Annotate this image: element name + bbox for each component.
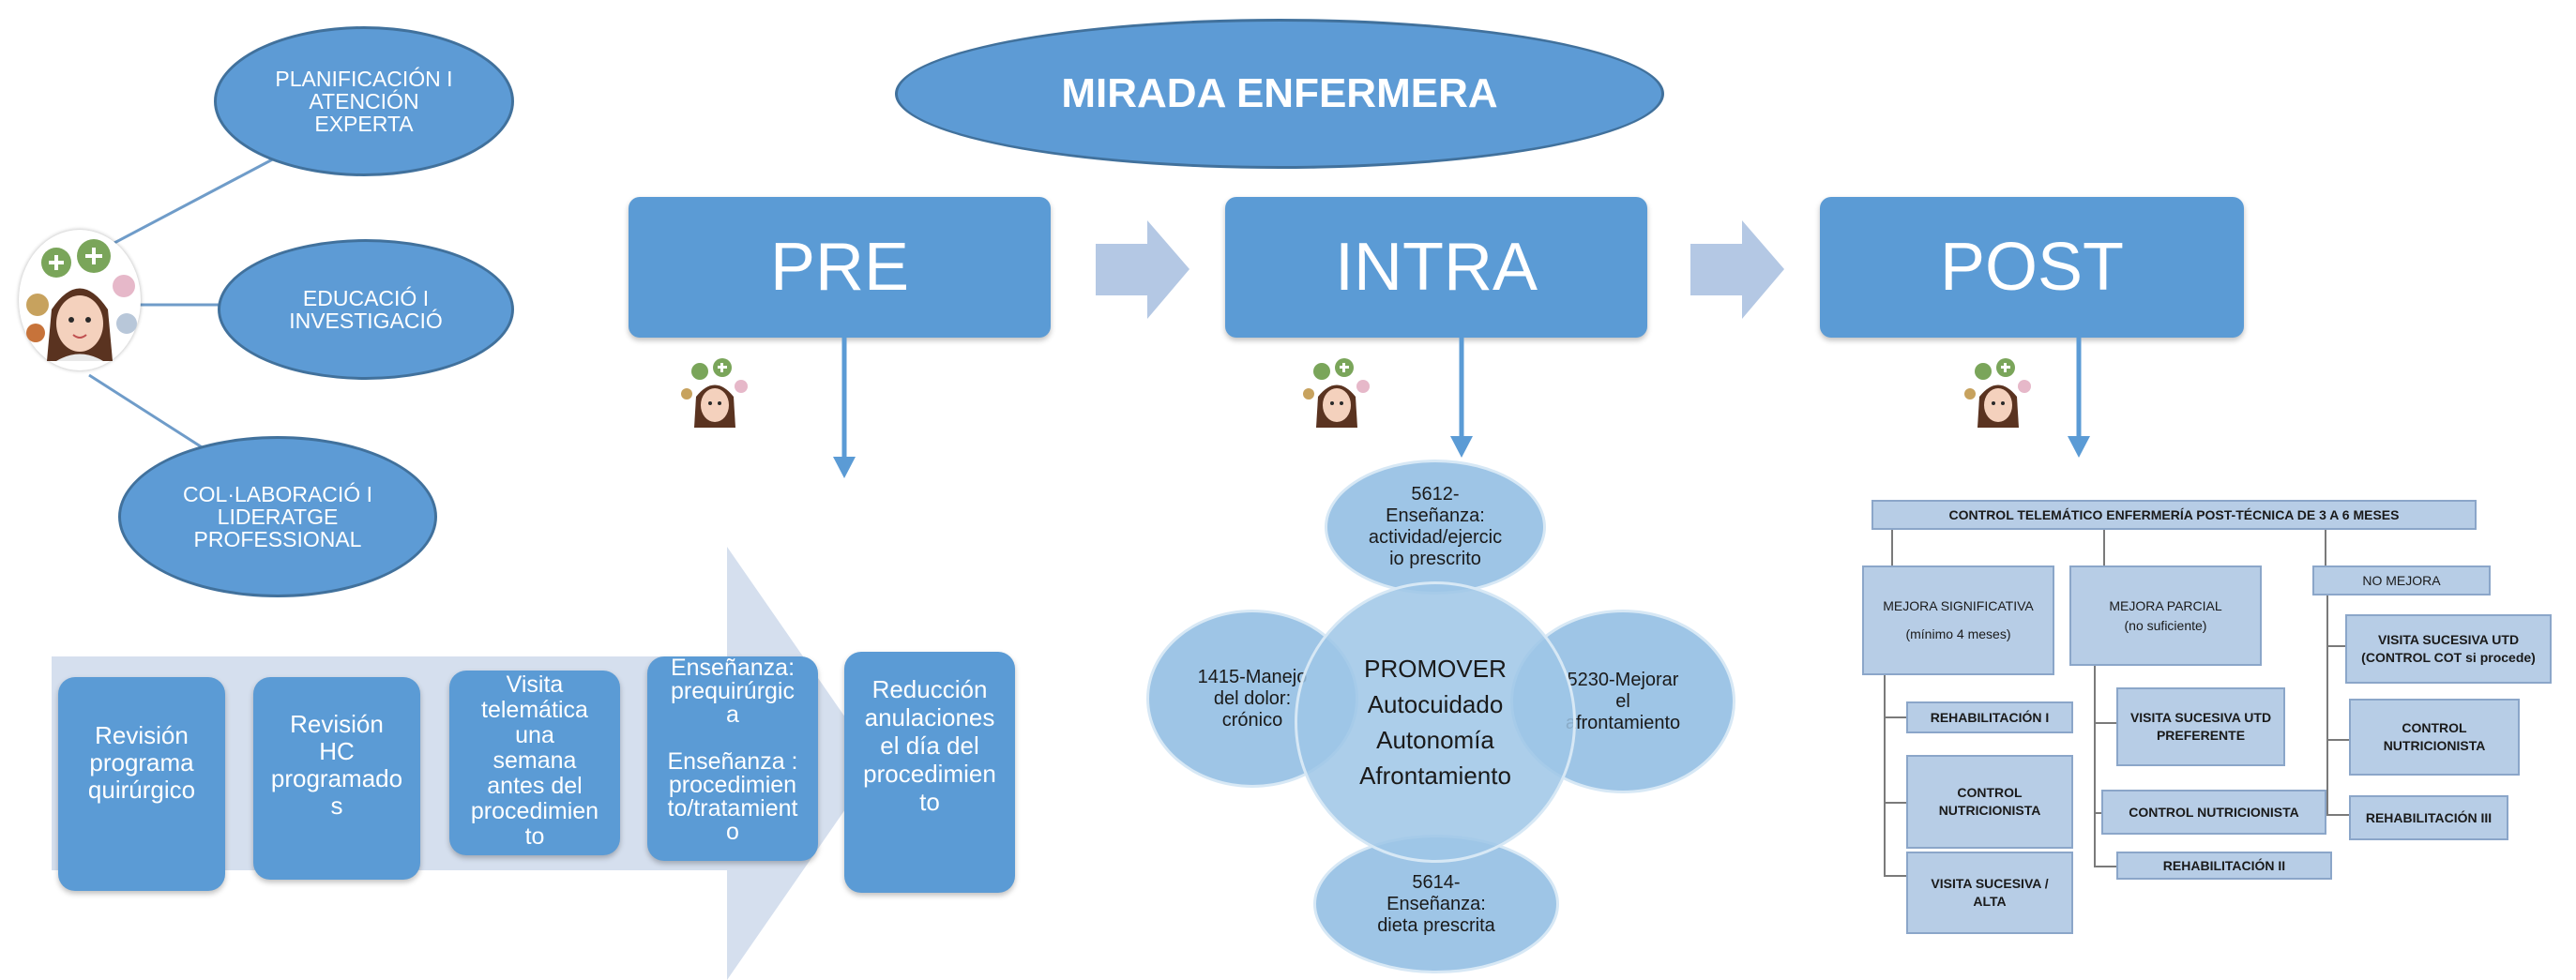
post-mejora-parcial: MEJORA PARCIAL (no suficiente)	[2069, 565, 2262, 666]
post-parcial-item-1-text: VISITA SUCESIVA UTD PREFERENTE	[2129, 710, 2272, 743]
connector	[2326, 739, 2349, 741]
ellipse-planning: PLANIFICACIÓN I ATENCIÓN EXPERTA	[214, 26, 514, 176]
pre-step-2-text: Revisión HC programado s	[270, 710, 403, 820]
intra-left-text: 1415-Manejo del dolor: crónico	[1197, 666, 1308, 731]
connector	[2326, 645, 2349, 647]
connector	[2094, 666, 2096, 867]
connector	[2103, 530, 2105, 565]
nurse-avatar-post	[1961, 354, 2036, 430]
nurse-icon	[681, 358, 748, 428]
pre-step-5: Reducción anulaciones el día del procedi…	[844, 652, 1015, 893]
intra-top-circle: 5612- Enseñanza: actividad/ejercic io pr…	[1325, 460, 1546, 595]
post-no-item-3: REHABILITACIÓN III	[2349, 795, 2508, 840]
down-arrows	[833, 333, 2090, 478]
collaboration-text: COL·LABORACIÓ I LIDERATGE PROFESSIONAL	[183, 482, 372, 551]
intra-bottom-text: 5614- Enseñanza: dieta prescrita	[1377, 871, 1495, 936]
pre-step-4-text: Enseñanza: prequirúrgic a Enseñanza : pr…	[667, 656, 798, 845]
post-no-item-3-text: REHABILITACIÓN III	[2365, 809, 2493, 825]
connector	[1884, 716, 1906, 718]
post-no-item-2: CONTROL NUTRICIONISTA	[2349, 699, 2520, 776]
nurse-avatar-intra	[1299, 354, 1374, 430]
pre-step-5-text: Reducción anulaciones el día del procedi…	[863, 675, 996, 816]
post-mejora-parcial-text: MEJORA PARCIAL (no suficiente)	[2109, 597, 2222, 633]
intra-right-text: 5230-Mejorar el afrontamiento	[1565, 669, 1681, 733]
ellipse-education: EDUCACIÓ I INVESTIGACIÓ	[218, 239, 514, 380]
arrow-intra-post	[1690, 220, 1784, 319]
connector	[2326, 814, 2349, 816]
post-parcial-item-2-text: CONTROL NUTRICIONISTA	[2129, 804, 2299, 820]
phase-post: POST	[1820, 197, 2244, 338]
title-ellipse: MIRADA ENFERMERA	[895, 19, 1664, 169]
education-text: EDUCACIÓ I INVESTIGACIÓ	[289, 286, 443, 333]
post-parcial-item-1: VISITA SUCESIVA UTD PREFERENTE	[2116, 687, 2285, 766]
pre-step-4: Enseñanza: prequirúrgic a Enseñanza : pr…	[647, 656, 818, 861]
post-no-mejora: NO MEJORA	[2312, 565, 2491, 596]
post-mejora-significativa: MEJORA SIGNIFICATIVA (mínimo 4 meses)	[1862, 565, 2054, 675]
intra-center-line-3: Autonomía	[1376, 726, 1494, 754]
nurse-avatar-main	[19, 230, 141, 370]
pre-step-1-text: Revisión programa quirúrgico	[87, 721, 196, 804]
nurse-icon	[1964, 358, 2031, 428]
left-connectors	[88, 153, 282, 452]
intra-center-line-2: Autocuidado	[1367, 690, 1504, 718]
post-no-item-1: VISITA SUCESIVA UTD (CONTROL COT si proc…	[2345, 614, 2552, 684]
pre-step-3: Visita telemática una semana antes del p…	[449, 671, 620, 855]
post-parcial-item-3: REHABILITACIÓN II	[2116, 852, 2332, 880]
intra-center-circle: PROMOVER Autocuidado Autonomía Afrontami…	[1295, 581, 1576, 863]
connector	[2094, 866, 2116, 867]
post-parcial-item-3-text: REHABILITACIÓN II	[2162, 857, 2286, 873]
ellipse-collaboration: COL·LABORACIÓ I LIDERATGE PROFESSIONAL	[118, 436, 437, 597]
phase-pre: PRE	[629, 197, 1051, 338]
post-parcial-item-2: CONTROL NUTRICIONISTA	[2101, 790, 2326, 835]
phase-intra: INTRA	[1225, 197, 1647, 338]
connector	[2094, 722, 2116, 724]
post-no-mejora-text: NO MEJORA	[2362, 572, 2441, 588]
pre-step-3-text: Visita telemática una semana antes del p…	[470, 671, 599, 850]
post-sig-item-2-text: CONTROL NUTRICIONISTA	[1938, 785, 2041, 818]
post-sig-item-3: VISITA SUCESIVA / ALTA	[1906, 852, 2073, 934]
phase-post-label: POST	[1939, 230, 2125, 305]
intra-center-line-4: Afrontamiento	[1359, 761, 1511, 790]
intra-center-line-1: PROMOVER	[1364, 655, 1507, 683]
post-no-item-2-text: CONTROL NUTRICIONISTA	[2383, 720, 2486, 753]
nurse-avatar-pre	[677, 354, 752, 430]
phase-pre-label: PRE	[769, 230, 910, 305]
post-header: CONTROL TELEMÁTICO ENFERMERÍA POST-TÉCNI…	[1871, 500, 2477, 530]
planning-text: PLANIFICACIÓN I ATENCIÓN EXPERTA	[275, 67, 453, 136]
intra-top-text: 5612- Enseñanza: actividad/ejercic io pr…	[1368, 484, 1503, 569]
post-mejora-significativa-text: MEJORA SIGNIFICATIVA (mínimo 4 meses)	[1883, 598, 2034, 641]
connector	[1884, 675, 1886, 877]
nurse-icon	[26, 239, 137, 361]
post-sig-item-3-text: VISITA SUCESIVA / ALTA	[1931, 876, 2049, 909]
pre-step-2: Revisión HC programado s	[253, 677, 420, 880]
post-sig-item-2: CONTROL NUTRICIONISTA	[1906, 755, 2073, 849]
post-sig-item-1-text: REHABILITACIÓN I	[1930, 709, 2050, 725]
title-text: MIRADA ENFERMERA	[1061, 70, 1498, 116]
connector	[2326, 596, 2328, 816]
post-no-item-1-text: VISITA SUCESIVA UTD (CONTROL COT si proc…	[2361, 632, 2536, 665]
connector	[1884, 875, 1906, 877]
connector	[1884, 802, 1906, 804]
arrow-pre-intra	[1096, 220, 1190, 319]
connector	[2325, 530, 2326, 565]
phase-intra-label: INTRA	[1335, 230, 1538, 305]
post-sig-item-1: REHABILITACIÓN I	[1906, 701, 2073, 733]
connector	[1891, 530, 1893, 565]
pre-step-1: Revisión programa quirúrgico	[58, 677, 225, 891]
nurse-icon	[1303, 358, 1370, 428]
post-header-text: CONTROL TELEMÁTICO ENFERMERÍA POST-TÉCNI…	[1948, 506, 2400, 522]
